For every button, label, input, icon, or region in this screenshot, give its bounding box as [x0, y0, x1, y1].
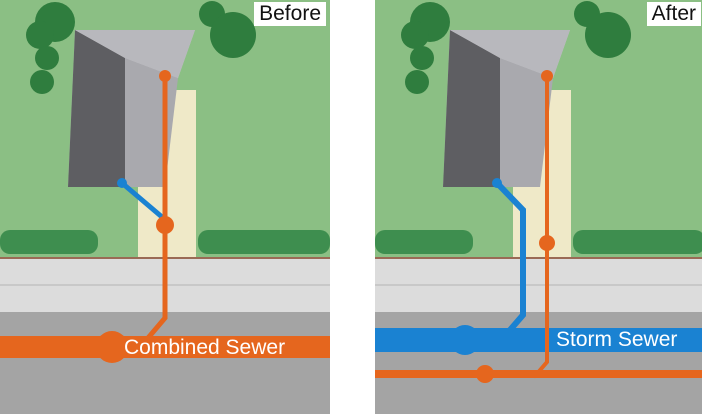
house-icon	[443, 30, 570, 187]
tree-icon	[199, 1, 256, 58]
storm-sewer-main	[375, 328, 702, 352]
after-label: After	[646, 2, 701, 26]
sewer-junction	[96, 331, 128, 363]
hedge-icon	[0, 230, 330, 254]
tree-icon	[26, 2, 75, 94]
after-scene	[375, 0, 702, 414]
house-lateral-pipe	[533, 74, 549, 378]
combined-sewer-label: Combined Sewer	[124, 336, 286, 359]
before-scene	[0, 0, 330, 414]
downspout-end	[492, 178, 502, 188]
sanitary-sewer-main	[375, 370, 702, 378]
lateral-end	[541, 70, 553, 82]
tree-icon	[401, 2, 450, 94]
house-lateral-pipe	[145, 73, 168, 341]
house-icon	[68, 30, 195, 187]
lateral-junction	[156, 216, 174, 234]
hedge-icon	[375, 230, 702, 254]
combined-sewer-main	[0, 336, 330, 358]
downspout-end	[117, 178, 127, 188]
before-label: Before	[254, 2, 326, 26]
storm-sewer-label: Storm Sewer	[556, 328, 678, 351]
after-panel: After Storm Sewer	[375, 0, 702, 414]
downspout-pipe	[494, 180, 526, 333]
road	[0, 312, 330, 414]
storm-junction	[450, 325, 480, 355]
lateral-end	[159, 70, 171, 82]
tree-icon	[574, 1, 631, 58]
lateral-junction	[539, 235, 555, 251]
before-panel: Before Combined Sewer	[0, 0, 330, 414]
sanitary-junction	[476, 365, 494, 383]
